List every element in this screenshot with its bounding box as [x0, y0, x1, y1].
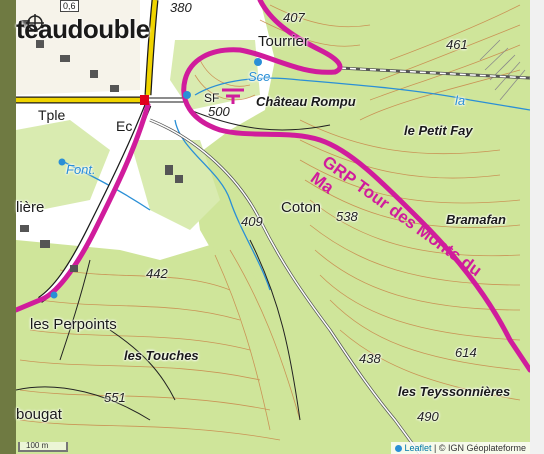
road-number-label: 0,6	[60, 0, 79, 12]
elevation-label: 442	[146, 266, 168, 281]
place-label-sf: SF	[204, 91, 220, 105]
forest-area	[16, 240, 340, 454]
crosshair-icon	[26, 14, 44, 32]
place-label-les-perpoints: les Perpoints	[30, 316, 117, 333]
elevation-label: 500	[208, 104, 230, 119]
map-edge-left	[0, 0, 16, 454]
contour-lines	[19, 4, 521, 441]
main-road	[16, 0, 185, 104]
map-scale: 100 m	[18, 442, 68, 452]
elevation-label: 380	[170, 0, 192, 15]
place-label-font: Font.	[66, 162, 96, 177]
elevation-label: 407	[283, 10, 305, 25]
secondary-road	[37, 103, 152, 303]
place-label-tple: Tple	[38, 107, 66, 123]
elevation-label: 614	[455, 345, 477, 360]
location-pin-icon	[395, 445, 403, 453]
elevation-label: 409	[241, 214, 263, 229]
elevation-label: 438	[359, 351, 381, 366]
place-label-chateau-rompu: Château Rompu	[256, 94, 356, 109]
map-attribution: Leaflet | © IGN Géoplateforme	[391, 442, 530, 454]
place-label-les-touches: les Touches	[124, 348, 199, 363]
church-building	[140, 95, 149, 105]
place-label-tourrier: Tourrier	[258, 33, 309, 50]
place-label-bougat: bougat	[16, 406, 62, 423]
minor-road	[149, 66, 531, 454]
place-label-ec: Ec	[116, 118, 133, 134]
elevation-label: 538	[336, 209, 358, 224]
place-label-sce: Sce	[248, 69, 271, 84]
elevation-label: 551	[104, 390, 126, 405]
place-label-liere: lière	[16, 199, 45, 216]
place-label-coton: Coton	[281, 199, 322, 216]
cliff-hatching	[479, 39, 526, 101]
chateau-ruin-symbol	[222, 88, 244, 104]
place-label-le-petit-fay: le Petit Fay	[404, 123, 473, 138]
elevation-label: 461	[446, 37, 468, 52]
water-point-icon	[50, 58, 262, 299]
village-area	[16, 0, 140, 95]
place-label-bramafan: Bramafan	[446, 212, 506, 227]
building	[20, 20, 183, 272]
forest-area	[130, 140, 220, 230]
place-label-la: la	[455, 93, 466, 108]
place-label-les-teyssonnieres: les Teyssonnières	[398, 384, 511, 399]
stream	[59, 77, 531, 291]
attribution-text: | © IGN Géoplateforme	[431, 443, 526, 453]
leaflet-link[interactable]: Leaflet	[404, 443, 432, 453]
forest-area	[170, 40, 260, 110]
map-edge-right	[530, 0, 544, 454]
footpath	[15, 109, 331, 421]
elevation-label: 490	[417, 409, 439, 424]
